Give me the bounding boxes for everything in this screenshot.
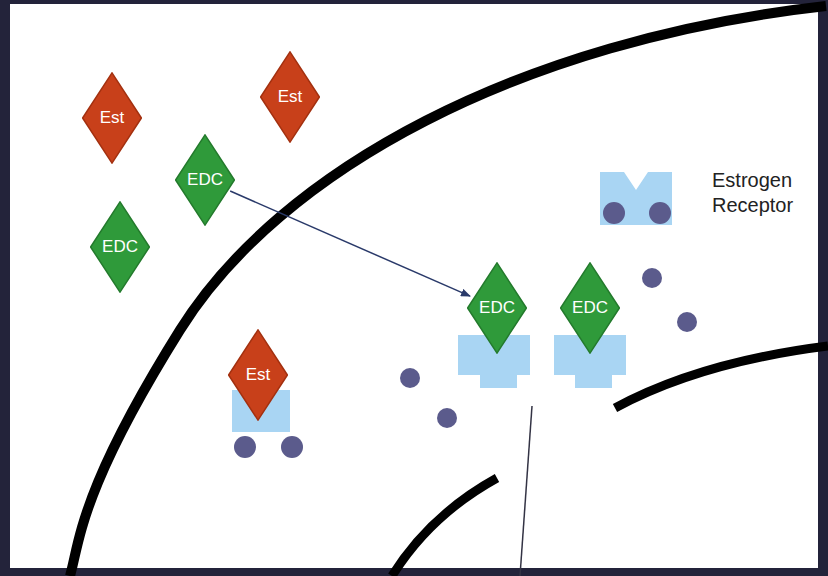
- hsp-dot: [603, 202, 625, 224]
- molecule-label: Est: [100, 109, 125, 128]
- diamond-outline: [91, 202, 150, 292]
- hsp-dot: [649, 202, 671, 224]
- hsp-dot: [400, 368, 420, 388]
- molecule-diamond: Est: [260, 51, 320, 143]
- molecule-diamond: EDC: [90, 201, 150, 293]
- molecule-label: EDC: [102, 238, 138, 257]
- estrogen-receptor: [600, 172, 672, 225]
- molecule-label: EDC: [572, 299, 608, 318]
- diamond-text-group: EDC: [479, 299, 515, 318]
- diamond-text-group: EDC: [102, 238, 138, 257]
- part-label: Estrogen Receptor: [712, 168, 822, 218]
- hsp-dot: [281, 436, 303, 458]
- diamond-outline: [261, 52, 320, 142]
- molecule-label: EDC: [187, 171, 223, 190]
- hsp-dot: [677, 312, 697, 332]
- diamond-outline: [229, 330, 288, 420]
- diamond-text-group: EDC: [572, 299, 608, 318]
- molecule-diamond: EDC: [560, 262, 620, 354]
- diamond-text-group: Est: [278, 88, 303, 107]
- diamond-text-group: Est: [100, 109, 125, 128]
- molecule-diamond: EDC: [467, 262, 527, 354]
- nuclear-membrane: [615, 346, 828, 408]
- diamond-outline: [83, 73, 142, 163]
- molecule-diamond: Est: [228, 329, 288, 421]
- arrow-connector: [230, 191, 470, 296]
- white-panel: [10, 4, 818, 568]
- molecule-label: Est: [246, 366, 271, 385]
- molecule-label: Est: [278, 88, 303, 107]
- leader-line: [520, 406, 532, 576]
- molecule-diamond: EDC: [175, 134, 235, 226]
- diamond-outline: [468, 263, 527, 353]
- diamond-outline: [176, 135, 235, 225]
- hsp-dot: [642, 268, 662, 288]
- cell-membrane: [70, 6, 826, 576]
- hsp-dot: [437, 408, 457, 428]
- diamond-outline: [561, 263, 620, 353]
- diamond-text-group: EDC: [187, 171, 223, 190]
- molecule-diamond: Est: [82, 72, 142, 164]
- diamond-text-group: Est: [246, 366, 271, 385]
- molecule-label: EDC: [479, 299, 515, 318]
- nuclear-membrane: [392, 478, 497, 576]
- hsp-dot: [234, 436, 256, 458]
